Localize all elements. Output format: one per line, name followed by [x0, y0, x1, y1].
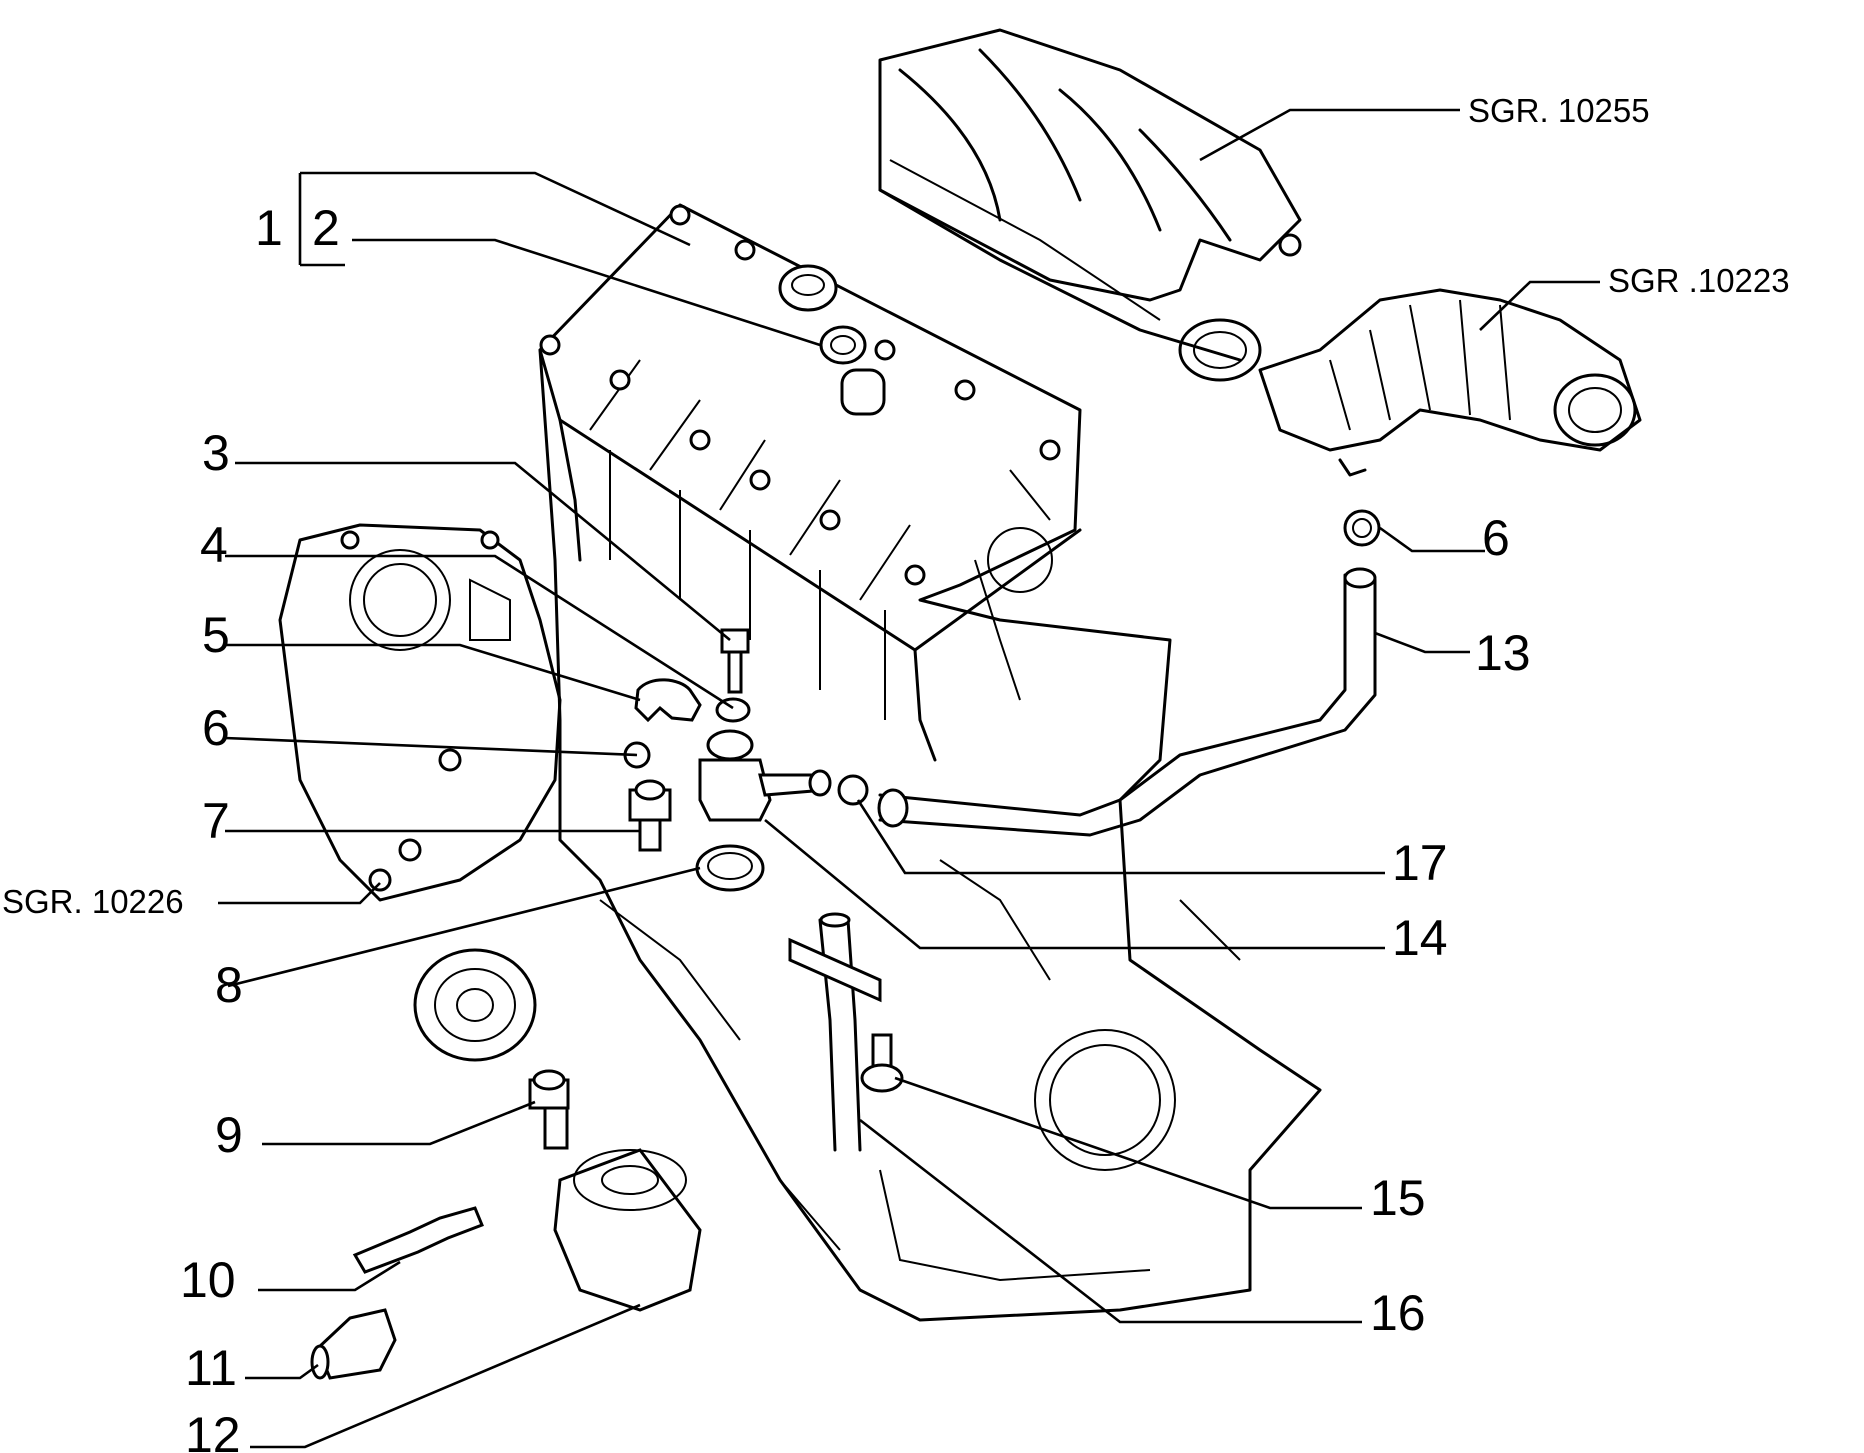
- engine-block: [538, 203, 1322, 1322]
- callout-13: 13: [1475, 625, 1531, 681]
- dipstick-tube: [788, 912, 882, 1152]
- cap-seal: [819, 325, 886, 416]
- ref-front-cover: SGR. 10226: [2, 883, 184, 920]
- oil-filter-adapter: [528, 1069, 570, 1150]
- callout-6-left: 6: [202, 700, 230, 756]
- hose-clamp: [1343, 509, 1381, 547]
- ref-intake-manifold: SGR. 10255: [1468, 92, 1650, 129]
- callout-labels: 1 2 3 4 5 6 7 8 9 10 11 12 6 13 17 14 15…: [2, 92, 1790, 1453]
- callout-4: 4: [200, 517, 228, 573]
- callout-10: 10: [180, 1252, 236, 1308]
- callout-17: 17: [1392, 835, 1448, 891]
- callout-16: 16: [1370, 1285, 1426, 1341]
- callout-11: 11: [185, 1340, 237, 1396]
- callout-7: 7: [202, 793, 230, 849]
- temperature-sender: [352, 1206, 484, 1274]
- rubber-cap: [310, 1308, 397, 1380]
- ref-air-duct: SGR .10223: [1608, 262, 1790, 299]
- oil-separator: [698, 729, 832, 822]
- breather-hose: [877, 567, 1377, 837]
- intake-manifold: [878, 28, 1302, 382]
- callout-9: 9: [215, 1107, 243, 1163]
- stud-bolt: [860, 1033, 904, 1093]
- callout-6-right: 6: [1482, 510, 1510, 566]
- oil-filler-cap: [778, 264, 838, 312]
- air-duct: [1258, 288, 1642, 477]
- oil-pressure-switch: [628, 779, 672, 852]
- oil-filter: [553, 1148, 702, 1312]
- callout-8: 8: [215, 957, 243, 1013]
- washer: [715, 697, 751, 723]
- sealing-ring: [695, 844, 765, 892]
- hose-clip: [837, 774, 869, 806]
- bolt: [720, 628, 750, 694]
- callout-5: 5: [202, 607, 230, 663]
- timing-cover: [278, 523, 562, 902]
- callout-2: 2: [312, 200, 340, 256]
- elbow-fitting: [634, 678, 702, 723]
- callout-1: 1: [255, 200, 283, 256]
- callout-14: 14: [1392, 910, 1448, 966]
- callout-12: 12: [185, 1407, 241, 1453]
- leader-lines: [218, 108, 1600, 1449]
- callout-3: 3: [202, 425, 230, 481]
- callout-15: 15: [1370, 1170, 1426, 1226]
- pulley: [413, 948, 537, 1062]
